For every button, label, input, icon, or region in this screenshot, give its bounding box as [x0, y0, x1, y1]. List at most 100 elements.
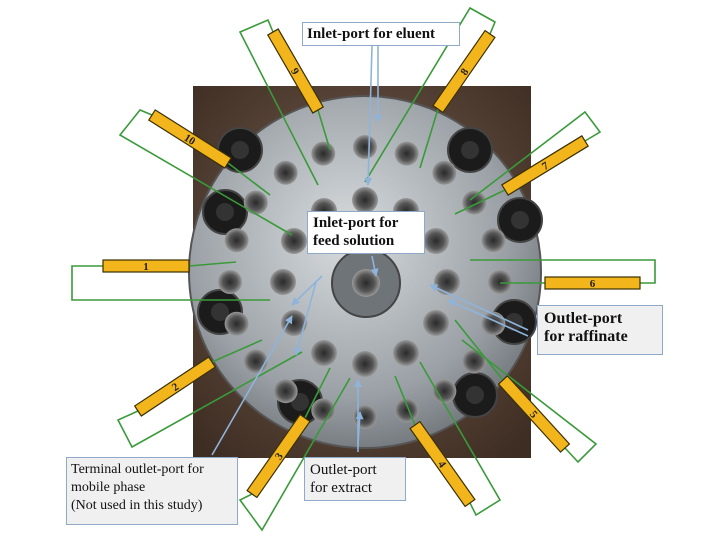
column-body [266, 28, 325, 114]
bolt-socket [505, 313, 523, 331]
port-arrow [447, 299, 529, 337]
bolt-socket [461, 141, 479, 159]
tubing-loop-7 [454, 110, 602, 215]
outer-port [432, 379, 457, 404]
tubing-loop-3 [238, 367, 351, 532]
column-number: 3 [273, 450, 286, 462]
label-terminal-outlet: Terminal outlet-port for mobile phase (N… [66, 457, 238, 525]
columns: 1 2 3 4 5 6 7 8 9 10 [102, 28, 641, 508]
label-outlet-extract-line1: Outlet-port [310, 462, 377, 478]
inner-port [423, 310, 450, 336]
port-arrow [211, 315, 293, 456]
bolt-socket [211, 303, 229, 321]
tubing-loop-9 [238, 18, 331, 186]
label-outlet-raffinate: Outlet-port for raffinate [537, 305, 663, 355]
outer-port [243, 349, 268, 374]
port-arrow [355, 411, 364, 446]
inner-port [311, 340, 337, 367]
outer-port [224, 311, 249, 336]
column-number: 6 [590, 278, 596, 290]
bolt-socket [511, 211, 529, 229]
outer-port [224, 228, 249, 253]
label-inlet-feed-line2: feed solution [313, 233, 395, 249]
port-arrow [294, 281, 317, 356]
outer-port [488, 270, 512, 294]
outer-port [353, 135, 377, 159]
label-terminal-outlet-line2: mobile phase [71, 480, 146, 495]
outer-port [353, 405, 377, 429]
outer-port [311, 398, 336, 423]
label-outlet-extract-line2: for extract [310, 480, 373, 496]
outer-port [273, 160, 298, 185]
column-body [147, 109, 233, 169]
tubing-loop-1 [71, 261, 270, 301]
label-terminal-outlet-line1: Terminal outlet-port for [71, 462, 204, 477]
inner-port [280, 228, 307, 254]
column-number: 8 [458, 66, 471, 78]
column-tubing-loops [71, 6, 656, 532]
bolt-socket [466, 386, 484, 404]
outer-port [311, 141, 336, 166]
column-6: 6 [544, 276, 641, 290]
label-inlet-eluent: Inlet-port for eluent [302, 22, 460, 46]
column-10: 10 [147, 109, 233, 169]
inner-port [393, 340, 419, 367]
outer-port [394, 141, 419, 166]
label-outlet-raffinate-line2: for raffinate [544, 328, 628, 345]
tubing-loop-8 [364, 6, 497, 183]
bolt-socket [231, 141, 249, 159]
tubing-loop-4 [394, 361, 502, 517]
column-body [432, 29, 496, 114]
column-2: 2 [133, 356, 217, 417]
column-number: 2 [170, 381, 182, 394]
column-number: 4 [435, 459, 448, 471]
column-body [544, 276, 641, 290]
column-1: 1 [102, 259, 190, 273]
outer-port [432, 160, 457, 185]
outer-port [394, 398, 419, 423]
column-5: 5 [497, 375, 571, 453]
column-body [133, 356, 217, 417]
outer-port [243, 190, 268, 215]
column-body [409, 420, 476, 508]
inner-port [423, 228, 450, 254]
column-body [501, 135, 589, 196]
column-number: 9 [288, 66, 301, 77]
tubing-loop-6 [470, 259, 656, 284]
outer-port [462, 190, 487, 215]
column-number: 7 [540, 160, 551, 173]
inner-port [434, 269, 460, 295]
outer-port [218, 270, 242, 294]
outer-port [462, 349, 487, 374]
tubing-loop-10 [118, 109, 293, 236]
outer-port [481, 228, 506, 253]
port-arrow [291, 275, 323, 306]
bolt-socket [216, 203, 234, 221]
tubing-loop-5 [454, 319, 598, 464]
inner-port [352, 187, 378, 213]
outer-port [273, 379, 298, 404]
inner-port [270, 269, 296, 295]
column-body [246, 413, 311, 499]
label-inlet-feed-line1: Inlet-port for [313, 215, 399, 231]
port-arrow [429, 284, 529, 331]
column-body [497, 375, 571, 453]
column-4: 4 [409, 420, 476, 508]
label-outlet-extract: Outlet-port for extract [304, 457, 406, 501]
column-9: 9 [266, 28, 325, 114]
inner-port [352, 351, 378, 377]
port-arrow [370, 255, 379, 277]
column-7: 7 [501, 135, 589, 196]
label-inlet-feed: Inlet-port for feed solution [307, 211, 425, 254]
column-8: 8 [432, 29, 496, 114]
column-number: 1 [143, 261, 149, 273]
column-body [102, 259, 190, 273]
tubing-loop-2 [116, 339, 303, 449]
label-inlet-eluent-text: Inlet-port for eluent [307, 26, 436, 42]
port-arrow [364, 45, 373, 186]
label-outlet-raffinate-line1: Outlet-port [544, 310, 623, 327]
label-terminal-outlet-line3: (Not used in this study) [71, 498, 203, 513]
column-3: 3 [246, 413, 311, 499]
